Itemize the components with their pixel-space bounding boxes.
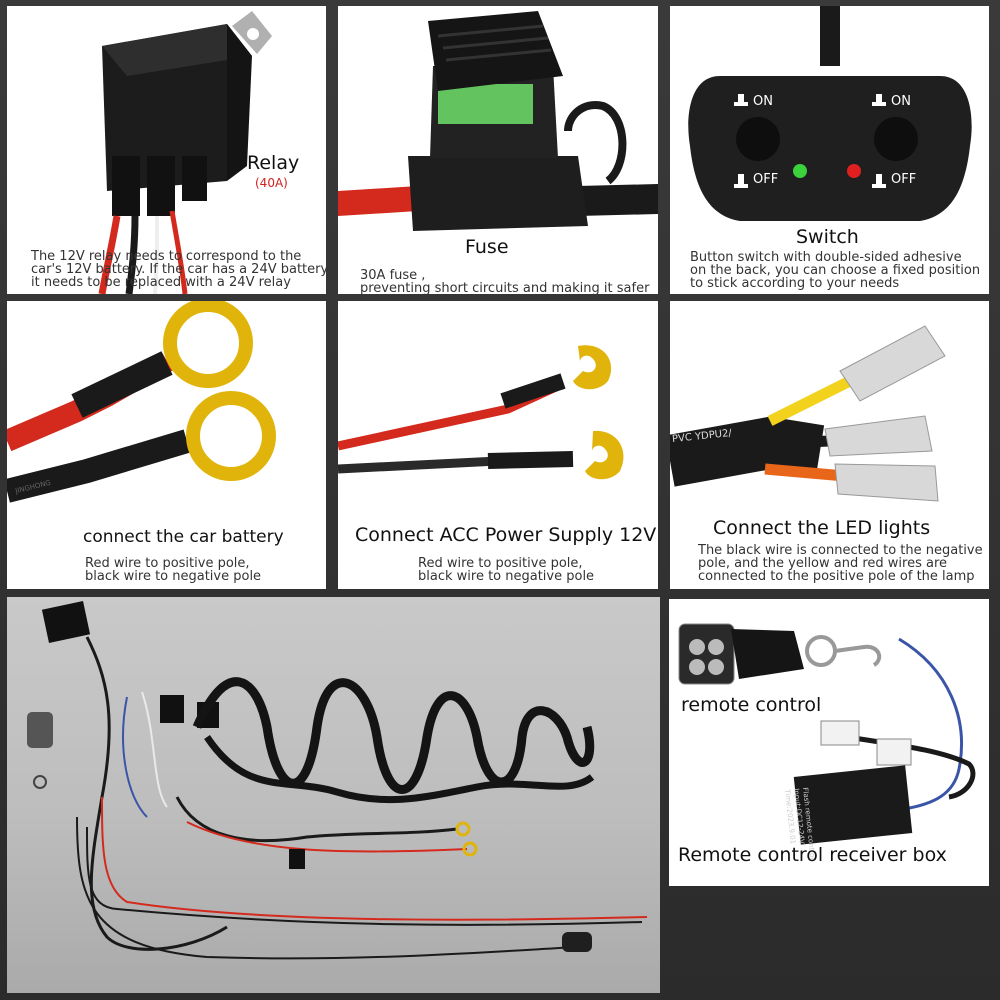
led-connectors-image — [670, 325, 946, 502]
led-panel: PVC YDPU2/ Connect the LED lights The bl… — [670, 301, 989, 589]
receiver-box-title: Remote control receiver box — [678, 844, 947, 866]
remote-receiver-image — [678, 623, 976, 845]
switch-right-on-label: ON — [891, 94, 911, 109]
wiring-harness-overview — [7, 597, 660, 993]
relay-description: The 12V relay needs to correspond to the… — [31, 249, 326, 290]
led-description: The black wire is connected to the negat… — [698, 543, 983, 584]
wiring-harness-image — [27, 601, 648, 960]
switch-image — [688, 6, 972, 221]
green-indicator-led — [793, 164, 807, 178]
switch-right-off-label: OFF — [891, 172, 917, 187]
acc-description: Red wire to positive pole, black wire to… — [418, 556, 595, 584]
fuse-panel: Fuse 30A fuse , preventing short circuit… — [338, 6, 658, 294]
relay-rating: (40A) — [255, 176, 288, 190]
fuse-image — [338, 11, 658, 231]
relay-title: Relay — [247, 152, 300, 174]
fuse-description: 30A fuse , preventing short circuits and… — [360, 268, 650, 294]
remote-panel: remote control Flash remote control Inpu… — [669, 599, 989, 886]
relay-panel: Relay (40A) The 12V relay needs to corre… — [7, 6, 326, 294]
battery-description: Red wire to positive pole, black wire to… — [85, 556, 262, 584]
remote-control-title: remote control — [681, 694, 822, 716]
switch-left-on-label: ON — [753, 94, 773, 109]
battery-panel: JINGHONG connect the car battery Red wir… — [7, 301, 326, 589]
acc-title: Connect ACC Power Supply 12V — [355, 524, 657, 546]
acc-terminals-image — [338, 345, 624, 480]
red-indicator-led — [847, 164, 861, 178]
switch-panel: ON ON OFF OFF Switch Button switch with … — [670, 6, 989, 294]
led-title: Connect the LED lights — [713, 517, 931, 539]
relay-image — [98, 11, 272, 294]
fuse-title: Fuse — [465, 236, 509, 258]
battery-title: connect the car battery — [83, 527, 284, 547]
battery-terminals-image — [7, 301, 276, 503]
switch-left-off-label: OFF — [753, 172, 779, 187]
switch-title: Switch — [796, 226, 859, 248]
acc-panel: Connect ACC Power Supply 12V Red wire to… — [338, 301, 658, 589]
switch-description: Button switch with double-sided adhesive… — [690, 250, 981, 291]
